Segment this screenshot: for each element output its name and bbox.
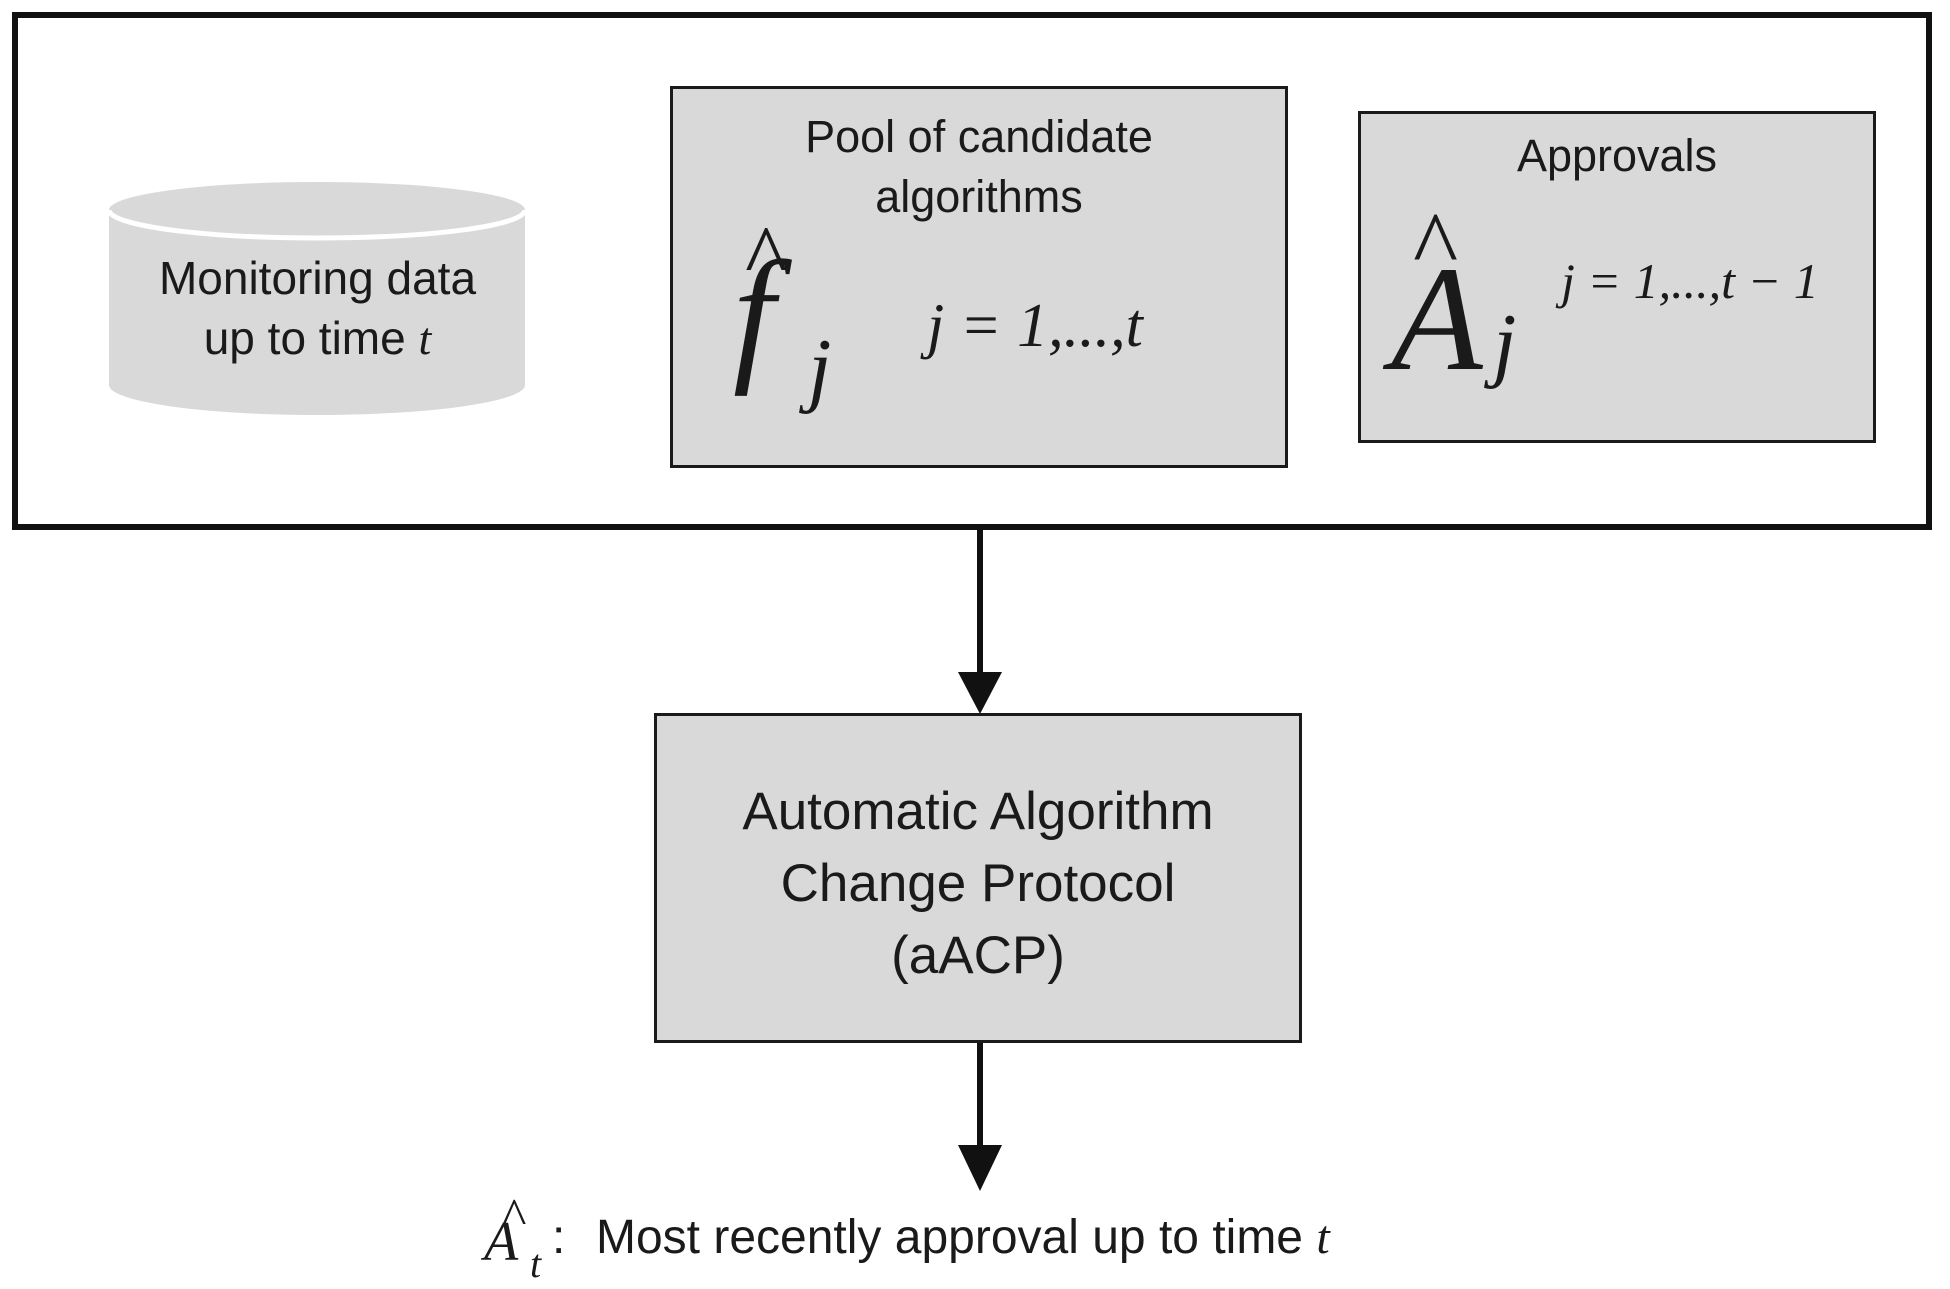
approvals-a-symbol: A	[1391, 236, 1483, 402]
pool-title-line-2: algorithms	[875, 171, 1083, 222]
arrow-to-output	[958, 1043, 1002, 1191]
pool-subscript: j	[808, 322, 832, 415]
data-cylinder-icon	[106, 182, 528, 415]
monitoring-line-2: up to time t	[105, 308, 530, 369]
aacp-line-1: Automatic Algorithm	[742, 782, 1214, 841]
output-caption: ^ A t : Most recently approval up to tim…	[480, 1192, 1480, 1288]
outer-frame	[12, 12, 1932, 530]
monitoring-data-label: Monitoring data up to time t	[105, 248, 530, 369]
pool-index-range: j = 1,...,t	[927, 292, 1143, 360]
arrow-to-aacp	[958, 530, 1002, 714]
pool-title-line-1: Pool of candidate	[805, 111, 1153, 162]
monitoring-time-var: t	[418, 313, 432, 364]
aacp-line-2: Change Protocol	[780, 854, 1176, 913]
approvals-hat-icon: ^	[1413, 192, 1459, 299]
output-text-main: Most recently approval up to time	[596, 1211, 1317, 1264]
approvals-box: Approvals ^ A j j = 1,...,t − 1	[1358, 111, 1876, 443]
pool-title: Pool of candidate algorithms	[673, 107, 1285, 227]
candidate-pool-box: Pool of candidate algorithms ^ f j j = 1…	[670, 86, 1288, 468]
aacp-box: Automatic Algorithm Change Protocol (aAC…	[654, 713, 1302, 1043]
monitoring-line-2-text: up to time	[203, 312, 419, 364]
pool-hat-icon: ^	[745, 208, 788, 307]
output-a-symbol: A	[484, 1211, 519, 1273]
pool-f-symbol: f	[733, 231, 775, 397]
aacp-title: Automatic Algorithm Change Protocol (aAC…	[657, 776, 1299, 992]
monitoring-line-1: Monitoring data	[158, 252, 477, 304]
output-colon: :	[552, 1211, 566, 1264]
approvals-index-range: j = 1,...,t − 1	[1561, 253, 1819, 309]
output-text: Most recently approval up to time t	[596, 1210, 1330, 1266]
approvals-subscript: j	[1493, 297, 1517, 390]
output-hat-icon: ^	[502, 1189, 527, 1246]
aacp-line-3: (aACP)	[891, 926, 1065, 985]
output-subscript: t	[530, 1241, 542, 1286]
approvals-title: Approvals	[1516, 130, 1718, 181]
output-time-var: t	[1316, 1211, 1330, 1264]
